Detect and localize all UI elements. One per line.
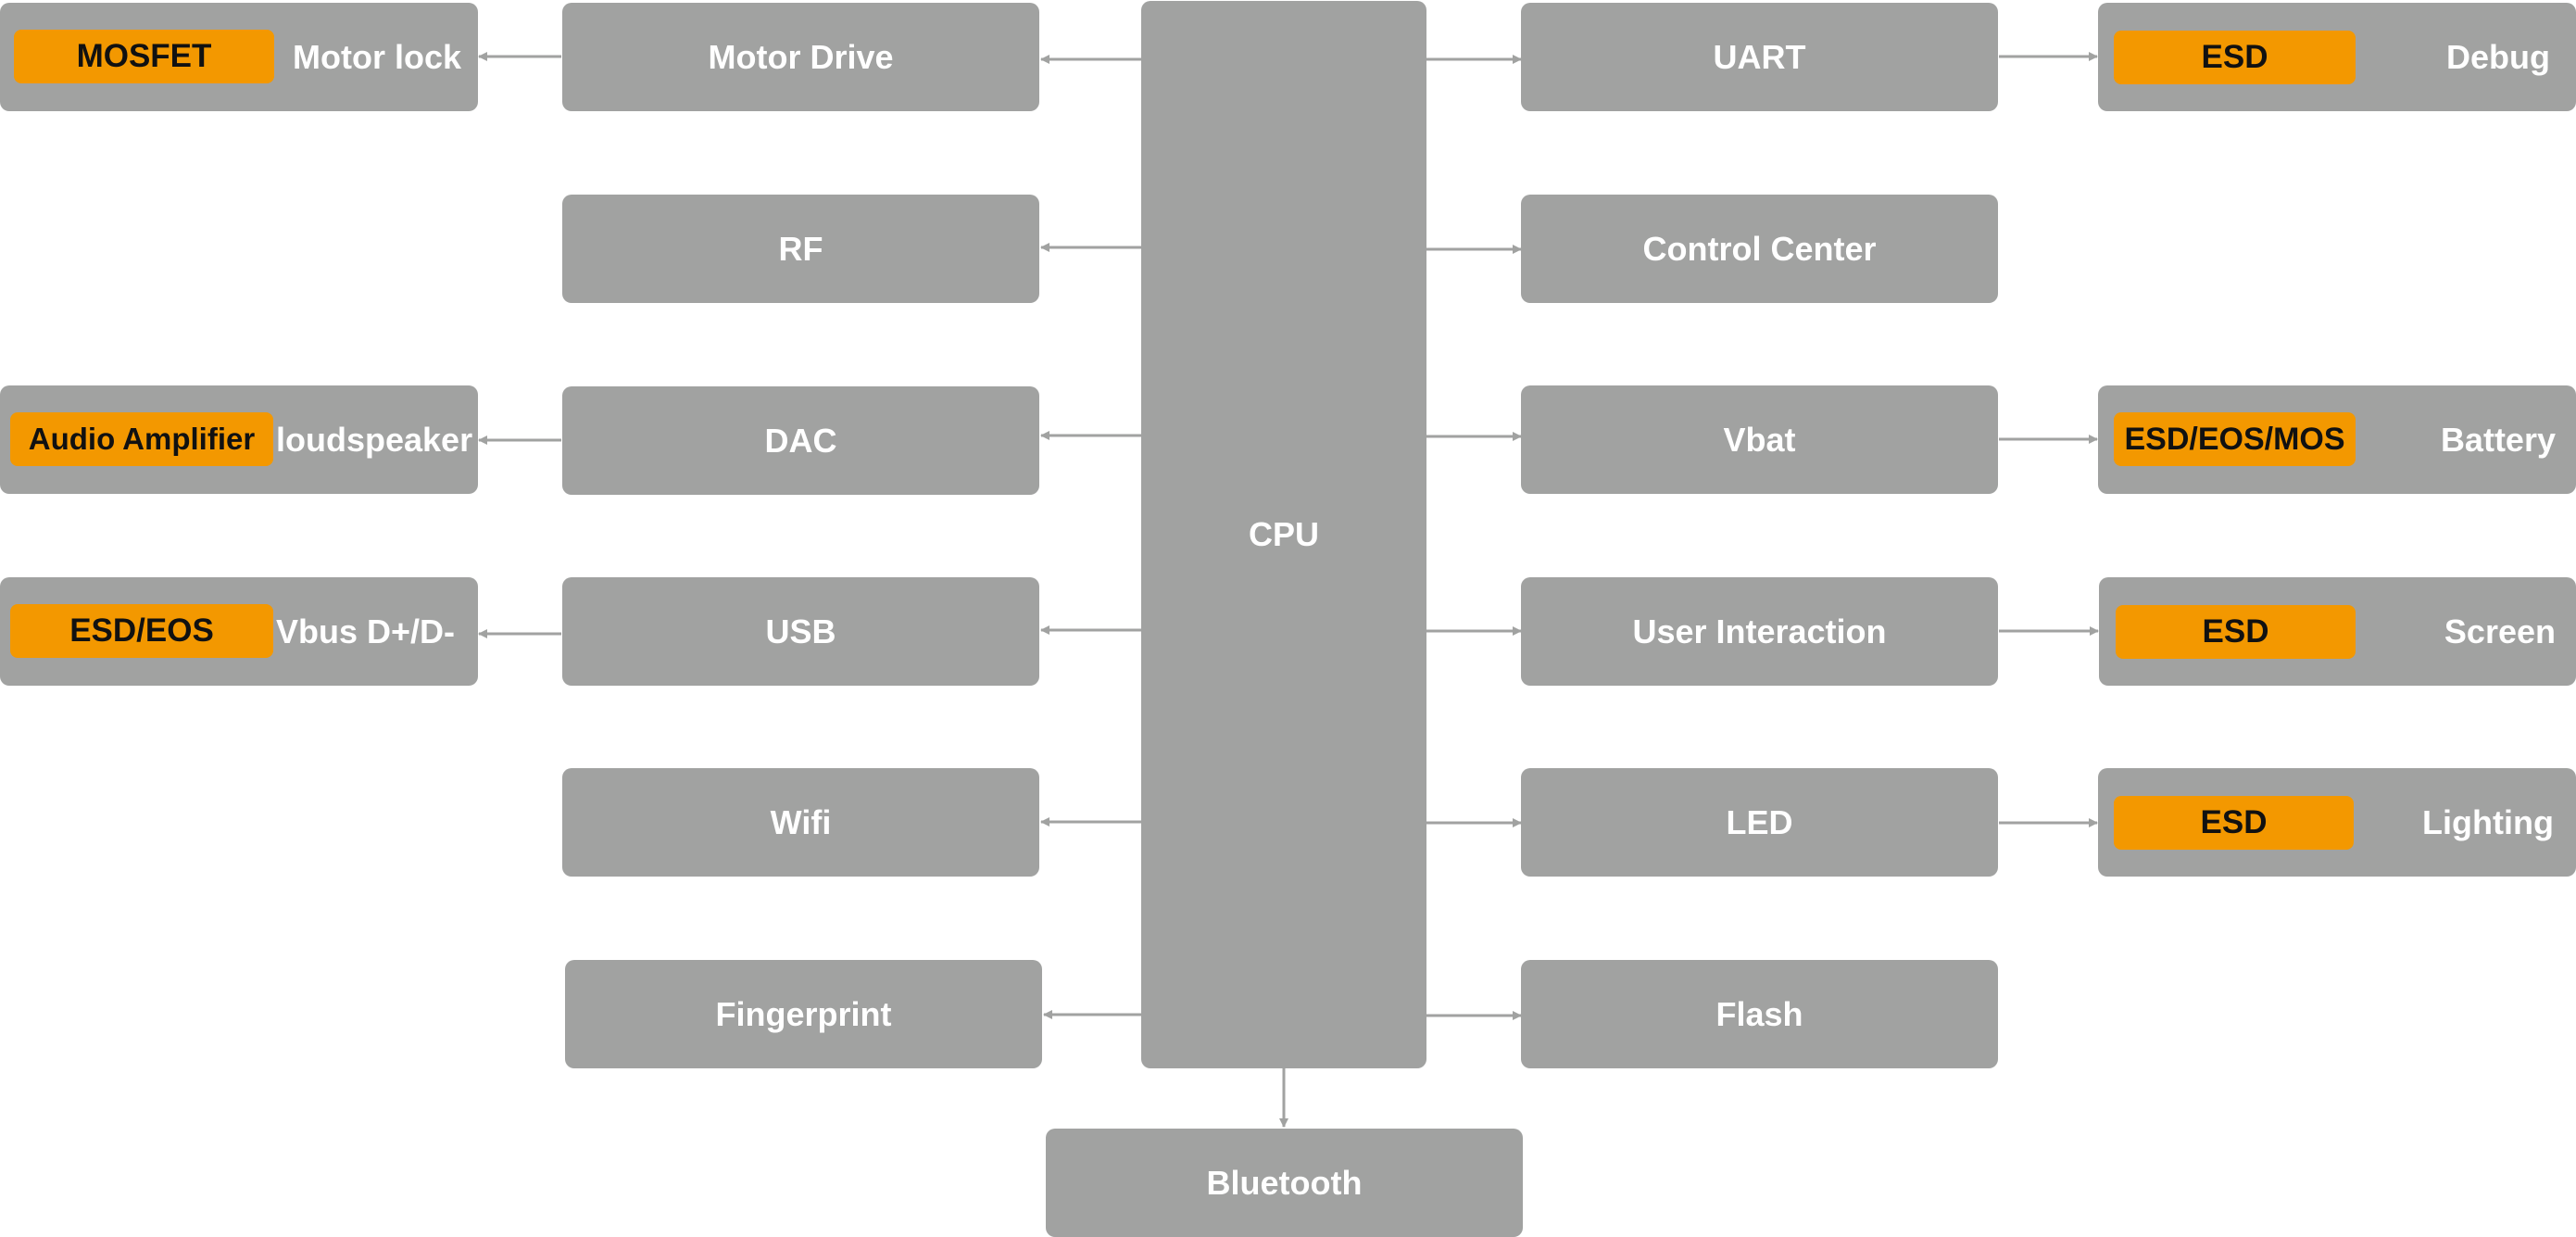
vbus-label: Vbus D+/D- [276, 612, 456, 650]
wifi-label: Wifi [770, 802, 832, 841]
audio-amplifier-tag: Audio Amplifier [10, 412, 273, 466]
esd-tag-lighting: ESD [2114, 796, 2354, 850]
uart-block: UART [1521, 3, 1998, 111]
cpu-block: CPU [1141, 1, 1426, 1068]
screen-ext-block: ESD Screen [2099, 577, 2576, 686]
loudspeaker-ext-block: Audio Amplifier loudspeaker [0, 385, 478, 494]
mosfet-tag: MOSFET [14, 30, 274, 83]
vbus-ext-block: ESD/EOS Vbus D+/D- [0, 577, 478, 686]
user-interaction-block: User Interaction [1521, 577, 1998, 686]
control-center-block: Control Center [1521, 195, 1998, 303]
lighting-ext-block: ESD Lighting [2098, 768, 2576, 877]
rf-block: RF [562, 195, 1039, 303]
led-label: LED [1726, 802, 1793, 841]
uart-label: UART [1713, 37, 1806, 76]
rf-label: RF [778, 229, 823, 268]
motor-drive-block: Motor Drive [562, 3, 1039, 111]
debug-ext-block: ESD Debug [2098, 3, 2576, 111]
flash-label: Flash [1715, 994, 1803, 1033]
usb-block: USB [562, 577, 1039, 686]
control-center-label: Control Center [1642, 229, 1877, 268]
bluetooth-label: Bluetooth [1206, 1163, 1363, 1202]
screen-label: Screen [2444, 612, 2556, 650]
debug-label: Debug [2446, 37, 2550, 76]
battery-ext-block: ESD/EOS/MOS Battery [2098, 385, 2576, 494]
cpu-label: CPU [1248, 515, 1319, 553]
motor-lock-label: Motor lock [292, 37, 461, 76]
flash-block: Flash [1521, 960, 1998, 1068]
esd-tag-debug: ESD [2114, 31, 2356, 84]
motor-lock-ext-block: MOSFET Motor lock [0, 3, 478, 111]
esd-tag-screen: ESD [2116, 605, 2356, 659]
fingerprint-block: Fingerprint [565, 960, 1042, 1068]
motor-drive-label: Motor Drive [708, 37, 894, 76]
user-interaction-label: User Interaction [1632, 612, 1887, 650]
dac-label: DAC [764, 421, 837, 460]
dac-block: DAC [562, 386, 1039, 495]
vbat-block: Vbat [1521, 385, 1998, 494]
bluetooth-block: Bluetooth [1046, 1129, 1523, 1237]
vbat-label: Vbat [1723, 420, 1796, 459]
fingerprint-label: Fingerprint [715, 994, 892, 1033]
loudspeaker-label: loudspeaker [276, 420, 473, 459]
wifi-block: Wifi [562, 768, 1039, 877]
led-block: LED [1521, 768, 1998, 877]
esd-eos-tag: ESD/EOS [10, 604, 273, 658]
esd-eos-mos-tag: ESD/EOS/MOS [2114, 412, 2356, 466]
battery-label: Battery [2440, 420, 2556, 459]
lighting-label: Lighting [2422, 802, 2554, 841]
usb-label: USB [765, 612, 836, 650]
